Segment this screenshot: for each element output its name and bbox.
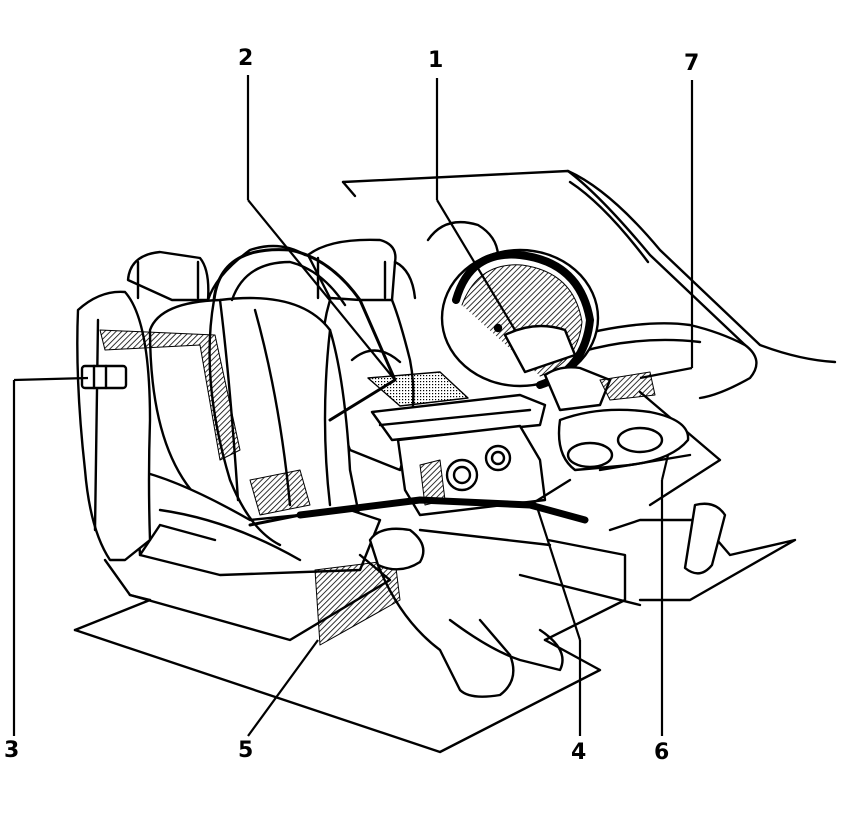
callout-1: 1 bbox=[428, 48, 444, 73]
floor-outline bbox=[73, 518, 797, 754]
leader-lines bbox=[12, 75, 694, 737]
callout-4: 4 bbox=[571, 740, 587, 765]
callout-6: 6 bbox=[654, 740, 670, 765]
belt-sensor bbox=[80, 364, 128, 390]
center-console bbox=[367, 371, 547, 517]
callout-3: 3 bbox=[4, 738, 20, 763]
wiring-harness bbox=[248, 478, 589, 527]
callout-7: 7 bbox=[684, 51, 700, 76]
callout-5: 5 bbox=[238, 738, 254, 763]
steering-wheel bbox=[426, 220, 600, 389]
floor-pedal bbox=[368, 502, 727, 698]
sensor-module bbox=[543, 366, 692, 472]
instrument-panel bbox=[558, 322, 758, 507]
callout-2: 2 bbox=[238, 46, 254, 71]
windshield-outline bbox=[341, 169, 837, 364]
